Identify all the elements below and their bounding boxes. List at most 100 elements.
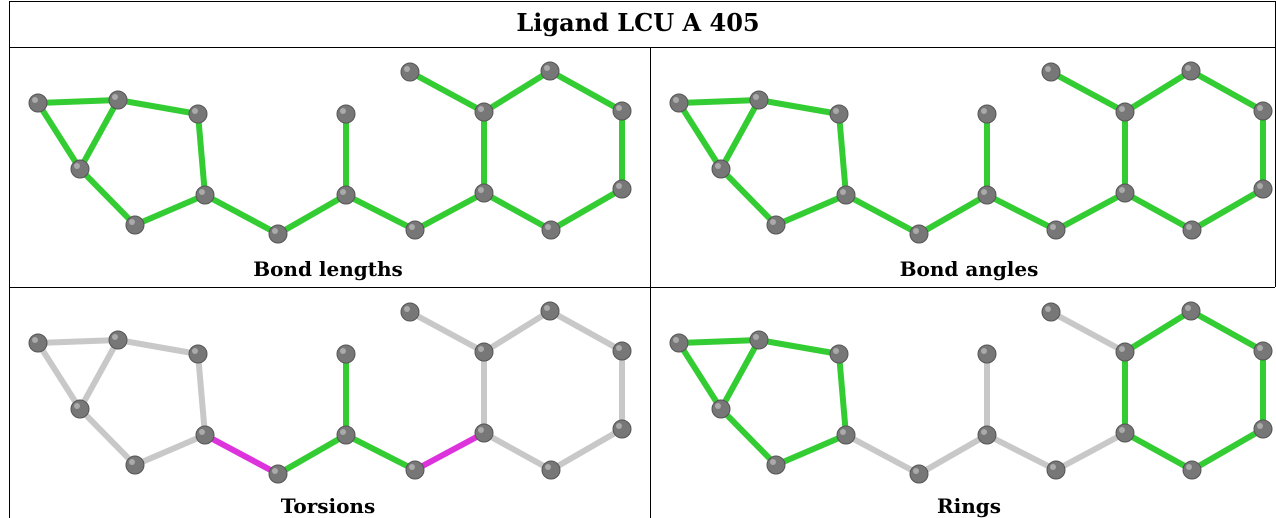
bond-lengths-atom-shine-15 [545,224,551,230]
caption-rings: Rings [936,494,1001,518]
torsions-bond-5 [132,432,208,468]
bond-lengths-bond-1 [35,100,83,172]
bond-lengths-bond-3 [115,97,201,117]
rings-atom-shine-11 [1119,346,1125,352]
bond-lengths-bond-7 [202,192,281,237]
bond-lengths-atom-shine-5 [199,189,205,195]
rings-atom-shine-16 [1119,427,1125,433]
bond-lengths-atom-5 [195,185,215,205]
torsions-bond-8 [275,432,349,477]
grid-line-left [9,1,10,518]
torsions-atom-shine-2 [192,348,198,354]
bond-angles-atom-16 [1115,183,1135,203]
bond-angles-atom-shine-2 [833,108,839,114]
panel-torsions [10,288,646,502]
rings-atom-4 [766,455,786,475]
bond-lengths-bond-16 [548,186,625,233]
rings-atom-shine-1 [753,334,759,340]
torsions-atom-shine-12 [544,305,550,311]
bond-lengths-atom-shine-13 [616,105,622,111]
torsions-atom-3 [70,399,90,419]
rings-atom-12 [1181,301,1201,321]
rings-bond-17 [1122,430,1195,473]
bond-lengths-atom-16 [474,183,494,203]
rings-bond-8 [916,432,990,477]
rings-atom-shine-15 [1186,464,1192,470]
bond-angles-bond-8 [916,192,990,237]
bond-lengths-atom-shine-11 [478,106,484,112]
bond-lengths-atom-2 [188,104,208,124]
torsions-bond-12 [407,309,487,355]
rings-atom-shine-2 [833,348,839,354]
torsions-bond-7 [202,432,281,477]
rings-bond-12 [1048,309,1128,355]
bond-lengths-bond-10 [343,192,418,233]
bond-lengths-atom-0 [28,93,48,113]
molecule-bond-angles [669,61,1273,244]
bond-lengths-atom-15 [541,220,561,240]
bond-angles-atom-shine-0 [673,97,679,103]
bond-lengths-atom-shine-4 [129,219,135,225]
torsions-bond-11 [412,430,487,473]
bond-lengths-atom-12 [540,61,560,81]
bond-angles-atom-shine-16 [1119,187,1125,193]
rings-atom-3 [711,399,731,419]
bond-lengths-bond-17 [481,190,554,233]
bond-angles-bond-10 [984,192,1059,233]
rings-atom-shine-3 [715,403,721,409]
torsions-bond-10 [343,432,418,473]
rings-atom-shine-5 [840,429,846,435]
torsions-atom-shine-15 [545,464,551,470]
bond-lengths-atom-9 [405,220,425,240]
bond-lengths-atom-7 [336,104,356,124]
torsions-atom-14 [612,419,632,439]
bond-lengths-bond-4 [195,111,208,198]
grid-line-title [9,47,1275,48]
bond-lengths-atom-shine-1 [112,94,118,100]
bond-angles-bond-14 [1188,68,1266,114]
bond-lengths-atom-shine-12 [544,65,550,71]
bond-lengths-atom-shine-0 [32,97,38,103]
bond-lengths-bond-6 [77,166,138,228]
molecule-bond-lengths [28,61,632,244]
bond-angles-atom-6 [909,224,929,244]
bond-angles-bond-11 [1053,190,1128,233]
torsions-bond-13 [481,308,553,355]
torsions-atom-5 [195,425,215,445]
panel-bond-lengths [10,48,646,262]
rings-atom-1 [749,330,769,350]
rings-atom-15 [1182,460,1202,480]
torsions-atom-shine-3 [74,403,80,409]
bond-angles-atom-9 [1046,220,1066,240]
bond-angles-atom-1 [749,90,769,110]
caption-torsions: Torsions [280,494,376,518]
torsions-atom-15 [541,460,561,480]
panel-bond-angles [651,48,1276,262]
bond-angles-bond-13 [1122,68,1194,115]
rings-atom-shine-7 [981,348,987,354]
grid-line-top [9,1,1275,2]
rings-bond-6 [718,406,779,468]
bond-lengths-atom-11 [474,102,494,122]
torsions-atom-shine-7 [340,348,346,354]
rings-atom-shine-8 [981,429,987,435]
bond-angles-bond-2 [718,97,762,172]
caption-bond-lengths: Bond lengths [253,257,403,281]
torsions-atom-11 [474,342,494,362]
torsions-atom-6 [268,464,288,484]
rings-atom-shine-4 [770,459,776,465]
torsions-atom-7 [336,344,356,364]
bond-lengths-atom-shine-8 [340,189,346,195]
bond-angles-atom-2 [829,104,849,124]
torsions-bond-16 [548,426,625,473]
torsions-atom-shine-16 [478,427,484,433]
rings-bond-14 [1188,308,1266,354]
rings-atom-6 [909,464,929,484]
rings-bond-5 [773,432,849,468]
bond-angles-bond-12 [1048,69,1128,115]
bond-angles-atom-shine-12 [1185,65,1191,71]
torsions-atom-shine-8 [340,429,346,435]
torsions-atom-2 [188,344,208,364]
bond-lengths-atom-shine-6 [272,228,278,234]
